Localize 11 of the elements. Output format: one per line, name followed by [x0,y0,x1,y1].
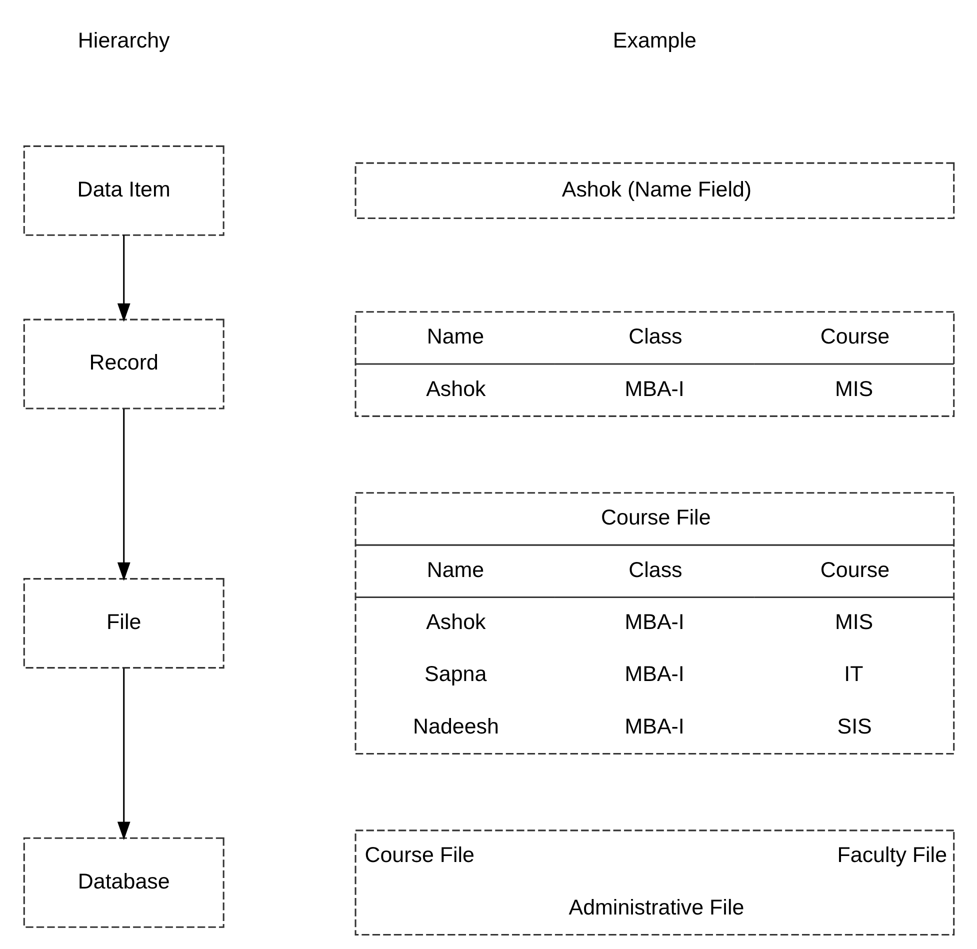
node-box: Record [22,318,224,410]
node-box: Course File Faculty File Administrative File [354,830,954,936]
node-box: File [22,578,224,669]
node-box: Ashok (Name Field) [354,162,954,220]
label: Hierarchy [77,28,170,53]
node-box: Database [22,837,224,928]
arrow [116,409,130,581]
arrow [116,235,130,322]
node-box: Data Item [22,145,224,236]
label: Example [612,28,696,53]
arrow [116,668,130,840]
